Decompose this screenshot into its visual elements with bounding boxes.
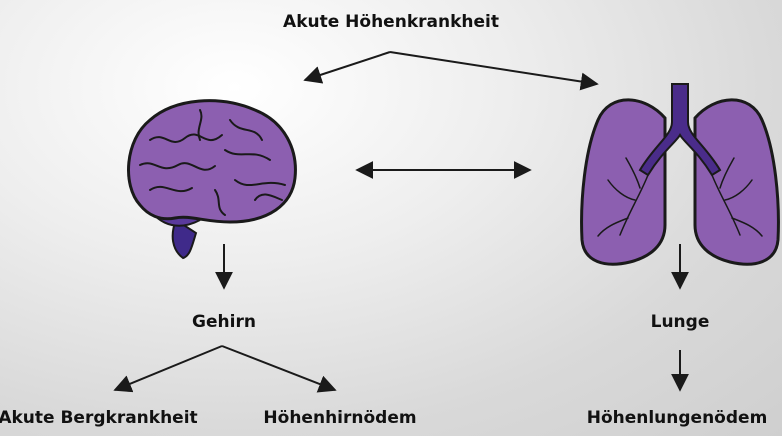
brain-icon	[129, 101, 296, 258]
arrow-gehirn-right	[222, 346, 335, 390]
condition-hace: Höhenhirnödem	[263, 408, 416, 428]
arrow-title-to-brain	[305, 52, 390, 80]
arrow-gehirn-left	[115, 346, 222, 390]
condition-hape: Höhenlungenödem	[587, 408, 768, 428]
brain-label: Gehirn	[192, 312, 256, 332]
lung-label: Lunge	[651, 312, 710, 332]
diagram-title: Akute Höhenkrankheit	[283, 12, 499, 32]
arrow-title-to-lung	[390, 52, 597, 84]
condition-acute-mountain-sickness: Akute Bergkrankheit	[0, 408, 198, 428]
lung-icon	[582, 84, 779, 264]
